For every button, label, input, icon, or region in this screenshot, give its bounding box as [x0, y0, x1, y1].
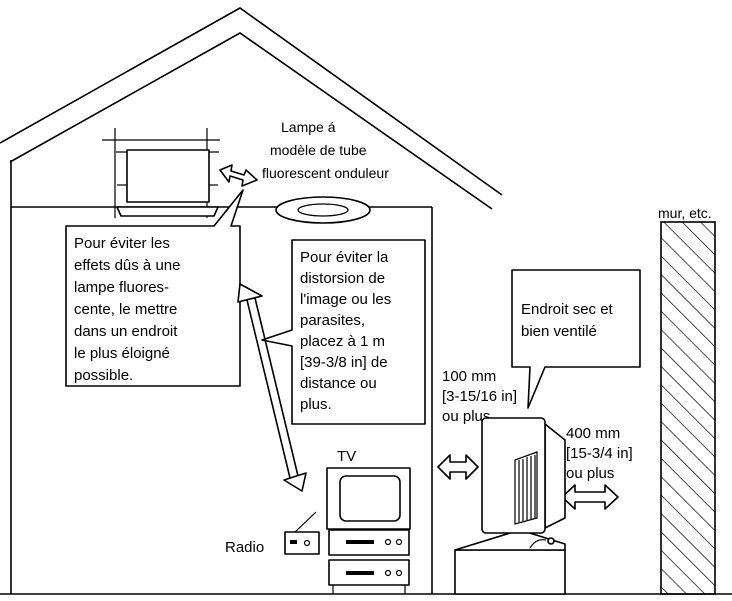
fluorescent-lamp	[275, 196, 371, 224]
lamp-label-line-3: fluorescent onduleur	[262, 165, 389, 181]
fluorescent-note-line-4: cente, le mettre	[74, 301, 177, 318]
distortion-note-line-7: distance ou	[300, 375, 377, 392]
back-clearance-line-3: ou plus	[566, 465, 614, 482]
fluorescent-note-line-1: Pour éviter les	[74, 235, 170, 252]
side-clearance-arrow	[437, 454, 479, 480]
back-clearance-line-1: 400 mm	[566, 425, 620, 442]
distortion-note-line-3: l'image ou les	[300, 291, 391, 308]
distortion-note-line-2: distorsion de	[300, 270, 385, 287]
distortion-note-line-8: plus.	[300, 396, 332, 413]
dry-place-callout: Endroit sec et bien ventilé	[511, 269, 641, 409]
back-clearance-arrow	[561, 484, 619, 510]
lamp-label: Lampe á modèle de tube fluorescent ondul…	[262, 119, 389, 181]
dry-place-line-2: bien ventilé	[521, 323, 597, 340]
fluorescent-note-line-5: dans un endroit	[74, 323, 178, 340]
fluorescent-note-line-3: lampe fluores-	[74, 279, 169, 296]
wall	[660, 221, 716, 595]
dry-place-line-1: Endroit sec et	[521, 301, 614, 318]
side-clearance-label: 100 mm [3-15/16 in] ou plus	[442, 368, 517, 425]
distortion-note-callout: Pour éviter la distorsion de l'image ou …	[261, 239, 426, 425]
distortion-note-line-1: Pour éviter la	[300, 249, 389, 266]
house-outline	[0, 7, 732, 595]
distortion-note-line-6: [39-3/8 in] de	[300, 354, 388, 371]
unit-lamp-distance-arrow	[219, 164, 258, 187]
radio-label: Radio	[225, 539, 264, 556]
tv-label: TV	[337, 448, 356, 465]
back-clearance-label: 400 mm [15-3/4 in] ou plus	[566, 425, 633, 482]
fluorescent-note-line-7: possible.	[74, 367, 133, 384]
fluorescent-note-callout: Pour éviter les effets dûs à une lampe f…	[65, 189, 244, 387]
tv-set	[326, 467, 411, 594]
fluorescent-note-line-6: le plus éloigné	[74, 345, 170, 362]
outdoor-unit	[454, 417, 566, 595]
distance-double-arrow	[237, 283, 307, 492]
lamp-label-line-2: modèle de tube	[270, 142, 367, 158]
side-clearance-line-1: 100 mm	[442, 368, 496, 385]
fluorescent-note-line-2: effets dûs à une	[74, 257, 180, 274]
lamp-label-line-1: Lampe á	[281, 119, 336, 135]
radio-set	[284, 511, 320, 555]
side-clearance-line-3: ou plus	[442, 408, 490, 425]
distortion-note-line-5: placez à 1 m	[300, 333, 385, 350]
wall-label: mur, etc.	[658, 205, 712, 221]
distortion-note-line-4: parasites,	[300, 312, 365, 329]
back-clearance-line-2: [15-3/4 in]	[566, 445, 633, 462]
cassette-indoor-unit	[102, 128, 220, 218]
side-clearance-line-2: [3-15/16 in]	[442, 388, 517, 405]
